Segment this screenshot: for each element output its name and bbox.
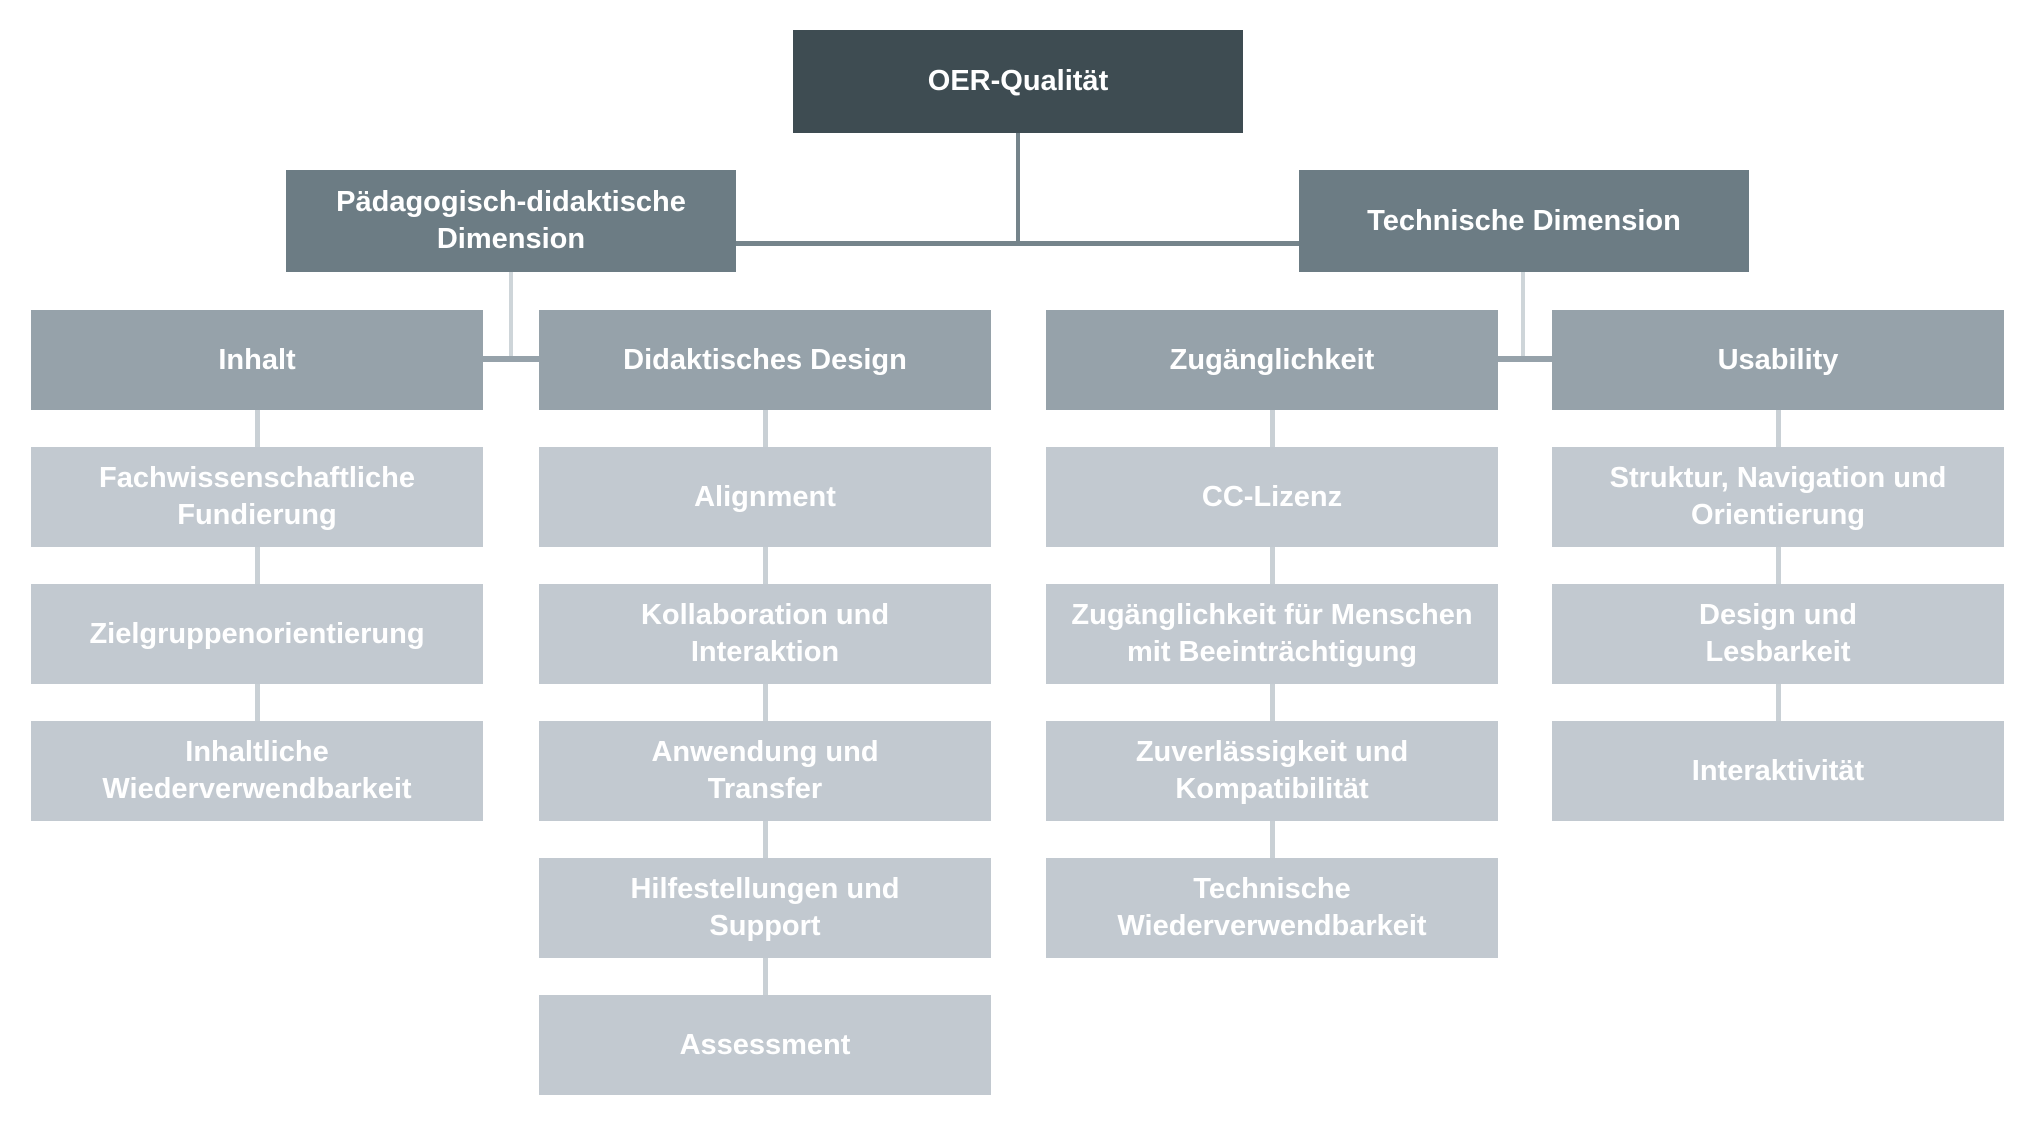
node-technische-dimension: Technische Dimension (1299, 170, 1749, 272)
connector-col2-seg3 (763, 684, 768, 721)
node-cc-lizenz: CC-Lizenz (1046, 447, 1498, 547)
connector-dim-right-vertical (1521, 272, 1525, 358)
node-zugaenglichkeit: Zugänglichkeit (1046, 310, 1498, 410)
node-assessment: Assessment (539, 995, 991, 1095)
node-design-und-lesbarkeit: Design und Lesbarkeit (1552, 584, 2004, 684)
connector-col2-seg5 (763, 958, 768, 995)
node-interaktivitaet: Interaktivität (1552, 721, 2004, 821)
node-zugaenglichkeit-fuer-menschen: Zugänglichkeit für Menschen mit Beeinträ… (1046, 584, 1498, 684)
node-anwendung-und-transfer: Anwendung und Transfer (539, 721, 991, 821)
node-zielgruppenorientierung: Zielgruppenorientierung (31, 584, 483, 684)
connector-col1-seg2 (255, 547, 260, 584)
connector-col2-seg4 (763, 821, 768, 858)
connector-col4-seg1 (1776, 410, 1781, 447)
node-kollaboration-und-interaktion: Kollaboration und Interaktion (539, 584, 991, 684)
node-zuverlaessigkeit-und-kompatibilitaet: Zuverlässigkeit und Kompatibilität (1046, 721, 1498, 821)
node-technische-wiederverwendbarkeit: Technische Wiederverwendbarkeit (1046, 858, 1498, 958)
connector-col3-seg3 (1270, 684, 1275, 721)
connector-col1-seg3 (255, 684, 260, 721)
connector-dim-right-crossbar (1496, 356, 1552, 362)
node-usability: Usability (1552, 310, 2004, 410)
connector-col3-seg1 (1270, 410, 1275, 447)
node-alignment: Alignment (539, 447, 991, 547)
node-fachwissenschaftliche-fundierung: Fachwissenschaftliche Fundierung (31, 447, 483, 547)
node-paedagogisch-didaktische-dimension: Pädagogisch-didaktische Dimension (286, 170, 736, 272)
node-inhaltliche-wiederverwendbarkeit: Inhaltliche Wiederverwendbarkeit (31, 721, 483, 821)
node-hilfestellungen-und-support: Hilfestellungen und Support (539, 858, 991, 958)
connector-col4-seg3 (1776, 684, 1781, 721)
connector-col3-seg4 (1270, 821, 1275, 858)
connector-col2-seg1 (763, 410, 768, 447)
node-oer-qualitaet: OER-Qualität (793, 30, 1243, 133)
node-inhalt: Inhalt (31, 310, 483, 410)
connector-col4-seg2 (1776, 547, 1781, 584)
node-struktur-navigation-orientierung: Struktur, Navigation und Orientierung (1552, 447, 2004, 547)
connector-dim-left-crossbar (483, 356, 539, 362)
connector-root-vertical (1016, 133, 1020, 243)
connector-col3-seg2 (1270, 547, 1275, 584)
node-didaktisches-design: Didaktisches Design (539, 310, 991, 410)
connector-col2-seg2 (763, 547, 768, 584)
connector-col1-seg1 (255, 410, 260, 447)
connector-root-crossbar (736, 241, 1299, 246)
connector-dim-left-vertical (509, 272, 513, 358)
